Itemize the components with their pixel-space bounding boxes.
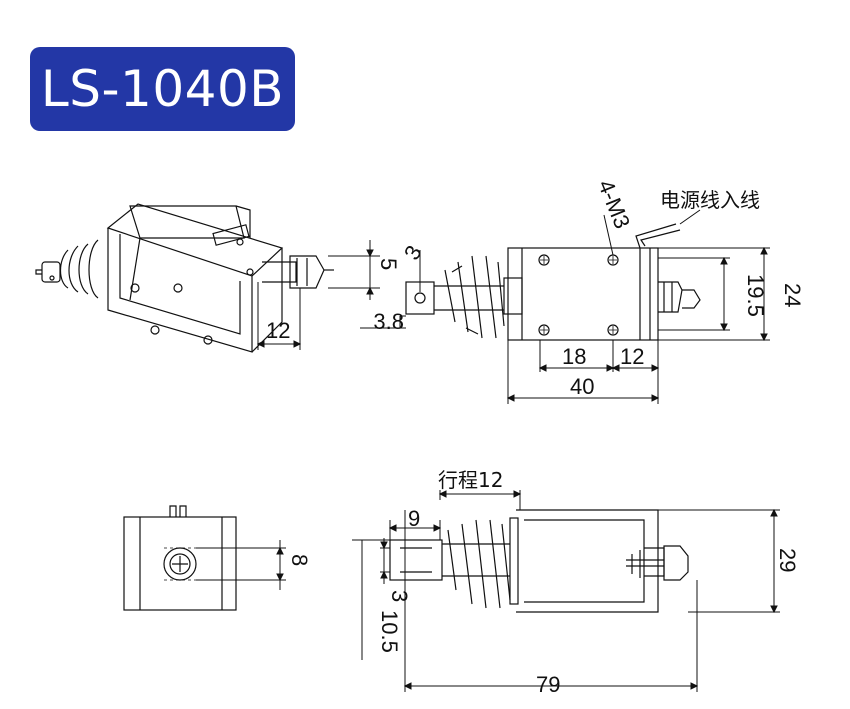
lead-wire-label: 电源线入线 [660, 188, 760, 212]
body-length-dim: 40 [570, 374, 594, 399]
total-length-dim: 79 [536, 672, 560, 697]
isometric-view [35, 203, 380, 353]
body-height-dim: 24 [780, 283, 805, 307]
model-title: LS-1040B [30, 47, 295, 131]
pin-hole-dim: 3 [399, 241, 427, 264]
hole-height-dim: 19.5 [743, 274, 768, 317]
iso-stroke-dim: 12 [266, 318, 290, 343]
screw-spec: 4-M3 [593, 176, 635, 232]
pin-width-dim: 3 [387, 590, 412, 602]
top-view [360, 209, 770, 404]
front-dim: 8 [287, 554, 312, 566]
pin-offset-dim: 3.8 [373, 309, 404, 334]
side-view [352, 490, 780, 692]
plunger-extension-dim: 9 [408, 506, 420, 531]
hole-edge-dim: 12 [620, 344, 644, 369]
stroke-label: 行程12 [438, 468, 503, 492]
side-height-dim: 29 [775, 548, 800, 572]
front-view [123, 505, 286, 611]
plunger-diameter-dim: 5 [376, 258, 401, 270]
hole-spacing-dim: 18 [562, 344, 586, 369]
plunger-offset-dim: 10.5 [377, 610, 402, 653]
